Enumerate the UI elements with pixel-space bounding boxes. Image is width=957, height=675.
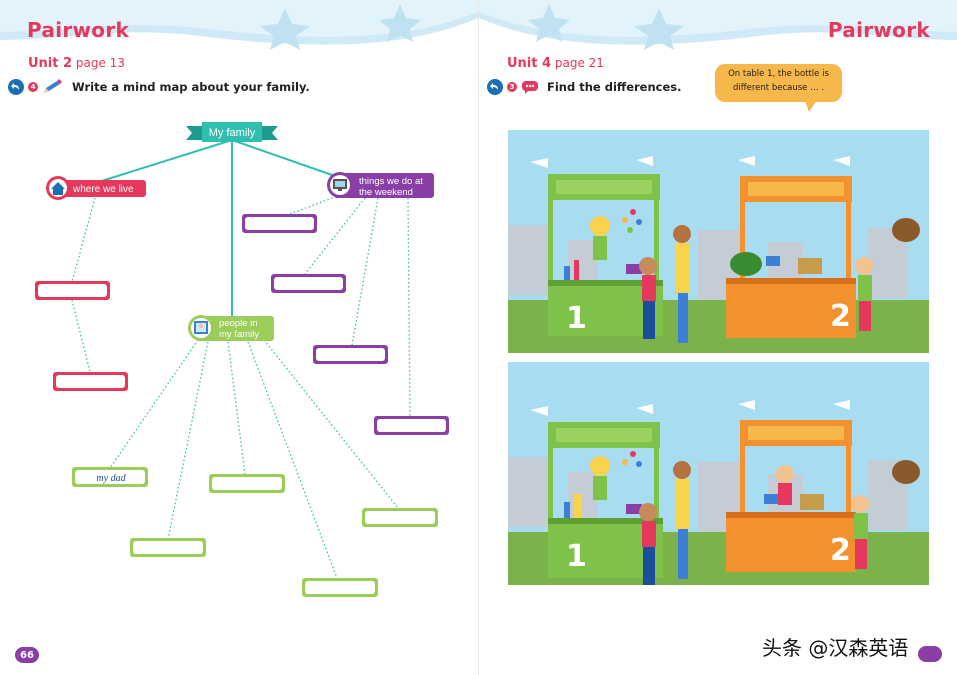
family-photo-icon bbox=[194, 321, 208, 334]
answer-box-weekend-3[interactable] bbox=[313, 345, 388, 364]
answer-box-people-2[interactable] bbox=[209, 474, 285, 493]
instruction-text: Find the differences. bbox=[547, 80, 682, 94]
unit-label: Unit 4 bbox=[507, 56, 552, 71]
answer-box-people-1[interactable]: my dad bbox=[72, 467, 148, 487]
market-picture-1: 1 2 bbox=[508, 130, 929, 353]
speech-bubble: On table 1, the bottle is different beca… bbox=[715, 64, 842, 112]
branch-people-label-2: my family bbox=[219, 329, 259, 340]
branch-weekend-label-2: the weekend bbox=[359, 187, 413, 198]
table-number-2: 2 bbox=[830, 533, 851, 568]
pencil-icon bbox=[44, 79, 62, 93]
answer-box-people-4[interactable] bbox=[362, 508, 438, 527]
speech-bubbles-icon bbox=[522, 81, 538, 94]
stall-2: 2 bbox=[726, 176, 856, 338]
table-number-1: 1 bbox=[566, 301, 587, 336]
unit-reference: Unit 4 page 21 bbox=[507, 56, 604, 71]
people-2 bbox=[639, 460, 920, 585]
activity-instruction: 3 Find the differences. bbox=[487, 79, 682, 95]
page-title: Pairwork bbox=[827, 18, 930, 42]
answer-box-weekend-2[interactable] bbox=[271, 274, 346, 293]
right-page: Pairwork Unit 4 page 21 3 Find the diffe… bbox=[479, 0, 957, 675]
left-page: Pairwork Unit 2 page 13 4 Write a mind m… bbox=[0, 0, 478, 675]
unit-page: page 13 bbox=[75, 56, 125, 70]
back-arrow-icon[interactable] bbox=[8, 79, 24, 95]
answer-box-people-5[interactable] bbox=[302, 578, 378, 597]
example-entry: my dad bbox=[96, 473, 126, 484]
branch-weekend: things we do at the weekend bbox=[327, 172, 434, 198]
table-number-1: 1 bbox=[566, 539, 587, 574]
branch-people-label-1: people in bbox=[219, 318, 258, 329]
mind-map-center: My family bbox=[186, 122, 278, 142]
answer-box-people-3[interactable] bbox=[130, 538, 206, 557]
unit-label: Unit 2 bbox=[28, 56, 73, 71]
branch-where-label: where we live bbox=[72, 184, 134, 195]
activity-number: 4 bbox=[28, 82, 38, 92]
house-icon bbox=[51, 182, 65, 195]
branch-where-we-live: where we live bbox=[46, 176, 146, 200]
watermark: 头条 @汉森英语 bbox=[762, 636, 909, 660]
market-picture-2: 1 2 bbox=[508, 362, 929, 585]
unit-page: page 21 bbox=[554, 56, 604, 70]
instruction-text: Write a mind map about your family. bbox=[72, 80, 310, 94]
tv-icon bbox=[333, 179, 347, 191]
page-number: 66 bbox=[15, 647, 39, 663]
unit-reference: Unit 2 page 13 bbox=[28, 56, 125, 71]
answer-box-weekend-1[interactable] bbox=[242, 214, 317, 233]
activity-number: 3 bbox=[507, 82, 517, 92]
page-title: Pairwork bbox=[27, 18, 130, 42]
branch-people: people in my family bbox=[188, 315, 274, 341]
activity-instruction: 4 Write a mind map about your family. bbox=[8, 79, 310, 95]
branch-weekend-label-1: things we do at bbox=[359, 176, 423, 187]
table-number-2: 2 bbox=[830, 299, 851, 334]
left-banner bbox=[0, 0, 478, 50]
answer-box-weekend-4[interactable] bbox=[374, 416, 449, 435]
people-1 bbox=[639, 218, 920, 343]
back-arrow-icon[interactable] bbox=[487, 79, 503, 95]
bubble-line-1: On table 1, the bottle is bbox=[728, 69, 829, 79]
bubble-line-2: different because … . bbox=[733, 83, 824, 93]
page-gutter bbox=[478, 0, 479, 675]
mind-map: My family where we live things we do at bbox=[35, 122, 449, 597]
center-label: My family bbox=[209, 127, 256, 139]
stall-2: 2 bbox=[726, 420, 856, 572]
answer-box-where-2[interactable] bbox=[53, 372, 128, 391]
answer-box-where-1[interactable] bbox=[35, 281, 110, 300]
right-banner bbox=[479, 0, 957, 50]
right-page-number-partial bbox=[918, 646, 942, 662]
